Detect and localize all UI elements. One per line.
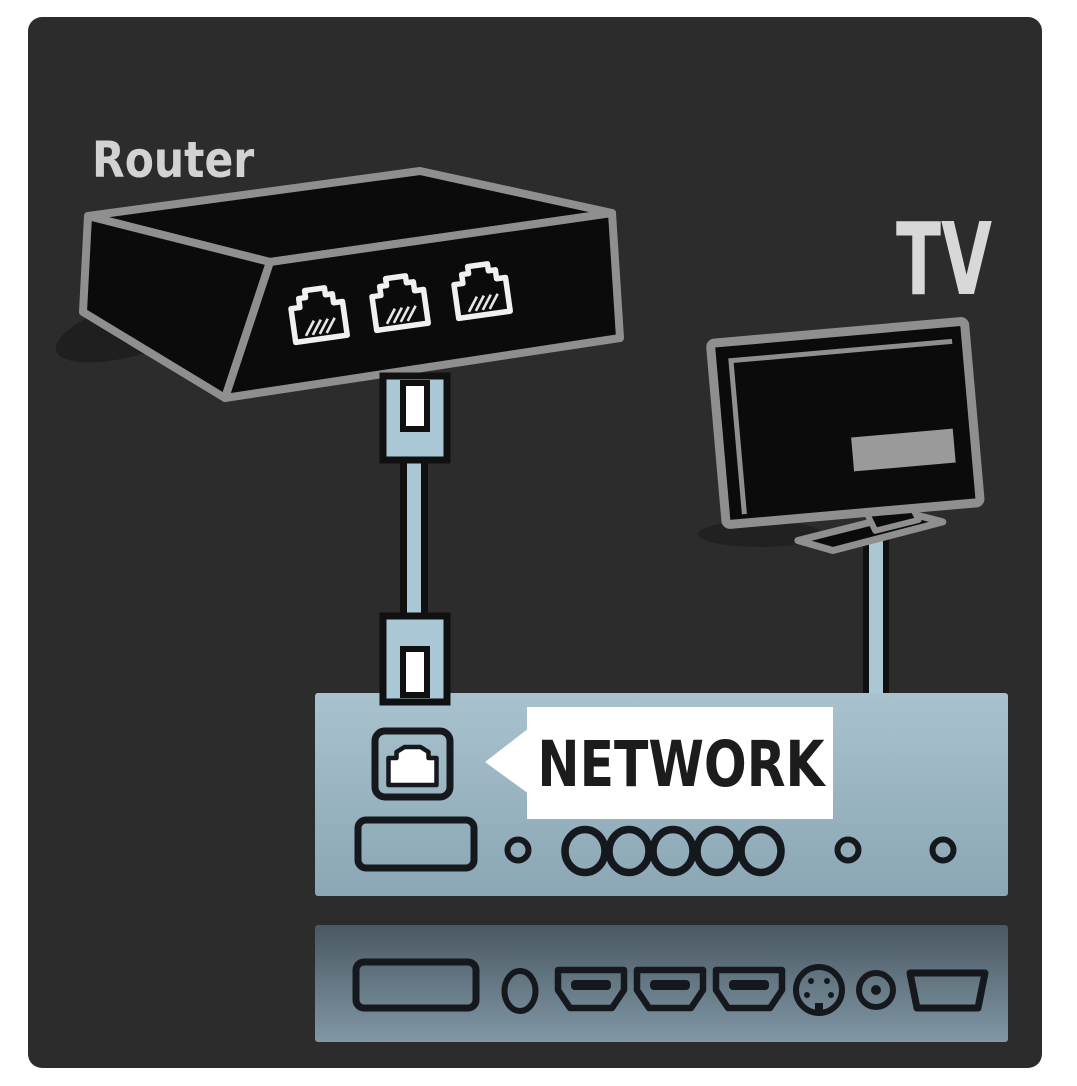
network-label: NETWORK	[537, 729, 826, 802]
svideo-port-icon	[793, 964, 845, 1016]
small-round-port-icon	[929, 836, 957, 864]
rj45-jack-icon	[288, 285, 350, 346]
panel-top-ports	[354, 816, 957, 877]
round-port-icon	[649, 825, 697, 877]
hdmi-port-icon	[554, 966, 628, 1012]
tv-bezel-depth-line	[728, 338, 953, 515]
small-round-port-icon	[834, 836, 862, 864]
wide-slot-port-icon	[352, 958, 480, 1012]
network-callout	[527, 707, 833, 819]
tv-panel-sticker	[851, 428, 956, 472]
rca-port-icon	[856, 970, 896, 1010]
ethernet-cable-icon	[379, 372, 451, 706]
ethernet-cable	[407, 452, 421, 624]
round-port-icon	[561, 825, 609, 877]
round-port-icon	[737, 825, 785, 877]
tv-label: TV	[896, 201, 992, 318]
router-rj45-ports	[288, 261, 513, 346]
ethernet-port-icon	[371, 727, 454, 801]
hdmi-port-icon	[712, 966, 786, 1012]
router-label: Router	[92, 131, 254, 189]
panel-bottom-ports	[352, 958, 989, 1016]
ethernet-plug-top	[379, 372, 451, 464]
round-port-icon	[605, 825, 653, 877]
round-port-icon	[693, 825, 741, 877]
network-callout-arrow	[485, 728, 529, 794]
ethernet-plug-bottom	[379, 612, 451, 706]
tv-screen	[706, 317, 985, 529]
hdmi-port-icon	[633, 966, 707, 1012]
wide-slot-port-icon	[354, 816, 478, 872]
rj45-jack-icon	[369, 273, 431, 334]
flat-screen-tv-icon	[706, 317, 985, 555]
small-round-port-icon	[504, 836, 532, 864]
rj45-jack-icon	[451, 261, 513, 322]
oval-port-icon	[501, 968, 539, 1014]
tv-cable	[863, 524, 889, 700]
trapezoid-port-icon	[906, 969, 989, 1012]
